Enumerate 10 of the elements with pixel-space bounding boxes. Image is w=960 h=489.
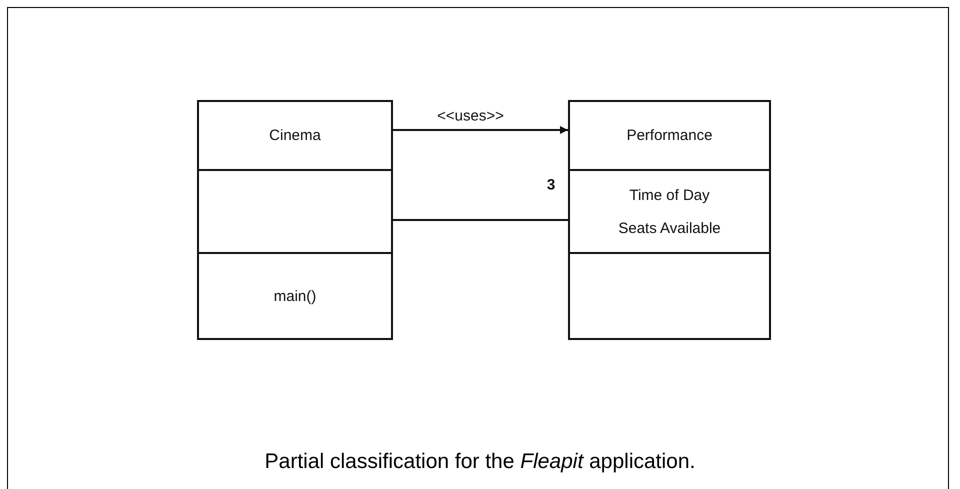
attribute: Seats Available [618,220,721,237]
arrow [393,126,568,134]
class-name: Performance [626,126,712,144]
class-box [568,100,771,340]
operation: main() [274,288,316,305]
association-line [393,219,568,221]
class-name: Cinema [269,126,321,144]
class-box [197,100,393,340]
caption: Partial classification for the Fleapit application. [264,450,696,474]
attribute: Time of Day [629,186,710,204]
